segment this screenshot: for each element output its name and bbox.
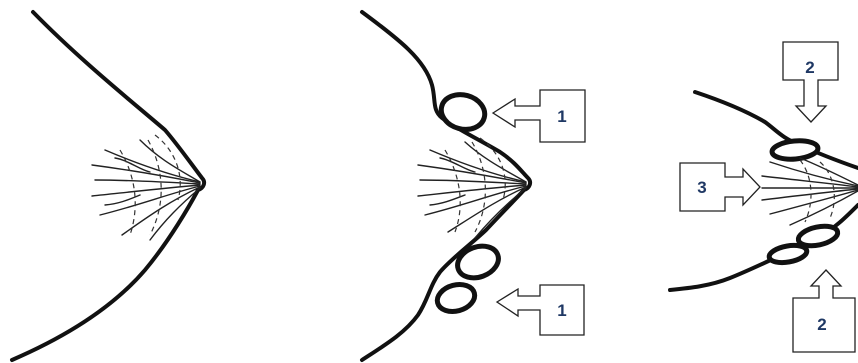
callout-3-left: 3	[679, 162, 761, 212]
callout-label-2-top: 2	[805, 58, 814, 77]
callout-label-1-lower: 1	[557, 301, 566, 320]
panel-breast-with-cysts: 1 1	[360, 10, 586, 362]
callout-2-top: 2	[782, 41, 839, 123]
upper-contour	[693, 90, 858, 170]
callout-2-bottom: 2	[792, 269, 856, 353]
cyst-compressed-lower-1	[795, 223, 841, 249]
milk-ducts-panel-2	[417, 141, 527, 239]
cyst-compressed-upper	[769, 138, 821, 162]
callout-1-lower: 1	[495, 284, 585, 336]
cyst-lower-1	[455, 243, 501, 281]
milk-ducts	[91, 139, 201, 241]
panel-normal-breast	[10, 10, 207, 362]
callout-label-1-upper: 1	[557, 107, 566, 126]
milk-ducts-panel-3	[761, 157, 858, 226]
cyst-compressed-lower-2	[766, 242, 810, 266]
cyst-upper	[438, 92, 488, 132]
lobule-outline	[119, 134, 181, 236]
lobule-outline-panel-2	[444, 137, 506, 233]
breast-outline-with-cysts	[360, 10, 533, 362]
callout-label-3-left: 3	[697, 178, 706, 197]
cyst-lower-2	[434, 282, 478, 314]
breast-outline	[10, 10, 207, 362]
callout-1-upper: 1	[491, 89, 586, 143]
lobule-outline-panel-3	[799, 159, 835, 223]
panel-closeup: 2 3 2	[668, 41, 858, 353]
callout-label-2-bottom: 2	[817, 315, 826, 334]
